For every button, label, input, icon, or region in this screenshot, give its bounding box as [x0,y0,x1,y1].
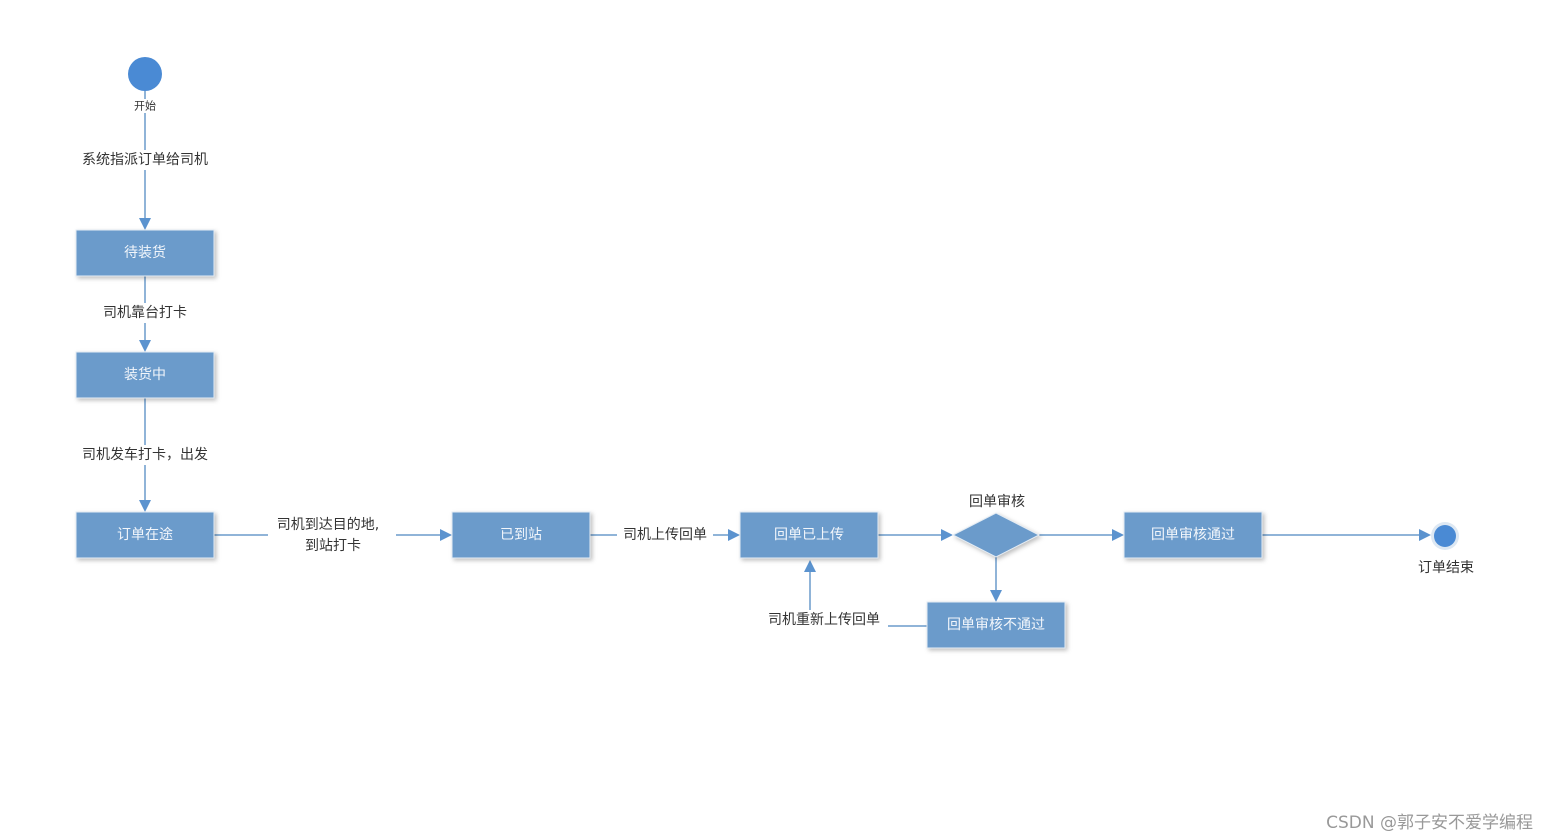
transition-assign: 系统指派订单给司机 [82,152,208,168]
state-in-transit: 订单在途 [75,511,215,559]
transition-reupload: 司机重新上传回单 [768,612,880,628]
arrow-icon [804,560,816,572]
arrow-icon [1419,529,1431,541]
arrow-icon [139,218,151,230]
decision-review: 回单审核 [951,494,1041,558]
watermark: CSDN @郭子安不爱学编程 [1326,813,1533,833]
decision-label: 回单审核 [969,494,1025,510]
start-label: 开始 [134,99,156,113]
state-loading: 装货中 [75,351,215,399]
transition-arrive-line1: 司机到达目的地, [277,517,379,533]
state-label: 回单审核通过 [1151,527,1235,543]
state-review-failed: 回单审核不通过 [926,601,1066,649]
state-label: 已到站 [500,527,542,543]
arrow-icon [941,529,953,541]
arrow-icon [139,340,151,352]
end-node [1434,525,1456,547]
arrow-icon [728,529,740,541]
state-arrived: 已到站 [451,511,591,559]
state-label: 回单已上传 [774,527,844,543]
transition-depart: 司机发车打卡，出发 [82,446,208,463]
arrow-icon [1112,529,1124,541]
state-label: 装货中 [124,366,166,383]
state-label: 回单审核不通过 [947,617,1045,633]
transition-arrive-line2: 到站打卡 [305,537,361,554]
end-label: 订单结束 [1418,560,1474,576]
transition-upload: 司机上传回单 [623,527,707,543]
start-node [128,57,162,91]
state-receipt-uploaded: 回单已上传 [739,511,879,559]
state-label: 待装货 [124,244,166,261]
state-pending-load: 待装货 [75,229,215,277]
arrow-icon [139,500,151,512]
arrow-icon [990,590,1002,602]
state-label: 订单在途 [117,526,173,543]
transition-dock-checkin: 司机靠台打卡 [103,304,187,321]
state-review-passed: 回单审核通过 [1123,511,1263,559]
arrow-icon [440,529,452,541]
